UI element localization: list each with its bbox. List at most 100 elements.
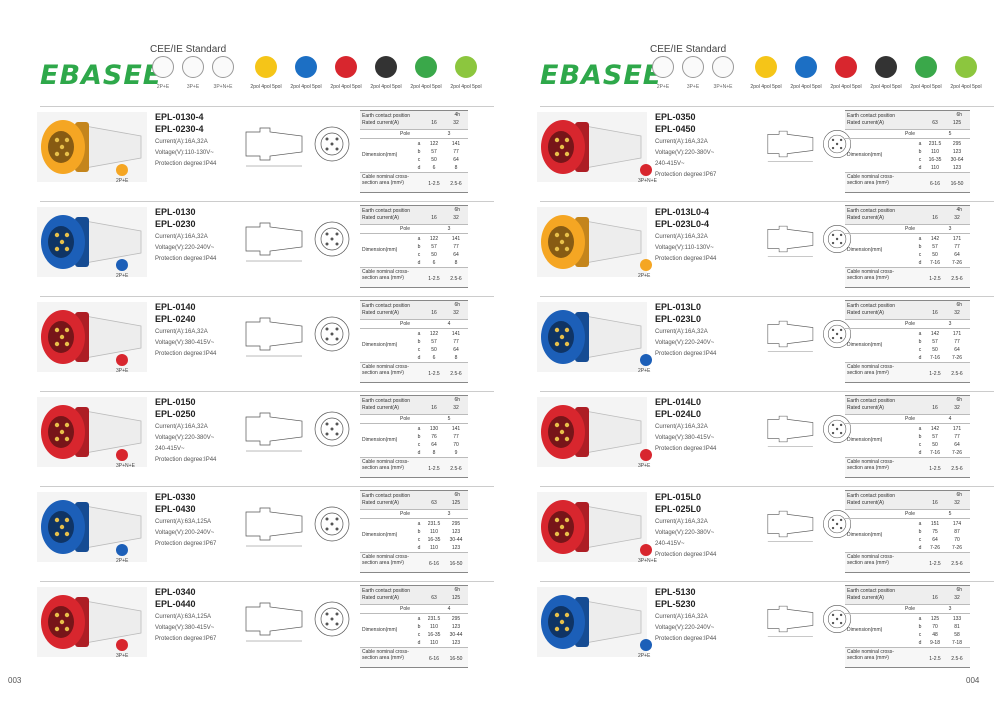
model-number: EPL-0140 — [155, 302, 196, 312]
dimension-letter: c — [918, 442, 922, 448]
pin-config-icon — [640, 639, 652, 651]
socket-symbol: 3P+N+E — [210, 56, 236, 90]
rated-current-value: 16 — [932, 215, 938, 221]
spec-line: Current(A):16A,32A — [655, 139, 708, 145]
spec-line: Current(A):16A,32A — [155, 329, 208, 335]
dimension-value: 64 — [954, 252, 960, 258]
cable-row: Cable nominal cross-section area (mm²)1-… — [360, 362, 468, 382]
voltage-code: 2pol 4pol 5pol — [948, 56, 984, 90]
plug-pin — [54, 517, 60, 523]
voltage-color-codes: 2pol 4pol 5pol 2pol 4pol 5pol 2pol 4pol 5p… — [248, 56, 488, 96]
rated-current-label: Rated current(A) — [362, 310, 399, 316]
drawing-front-inner — [320, 322, 344, 346]
drawing-pin — [325, 137, 329, 141]
voltage-code: 2pol 4pol 5pol — [788, 56, 824, 90]
pin-config-icon — [116, 544, 128, 556]
pole-label: Pole — [400, 511, 411, 517]
row-divider — [540, 201, 994, 202]
drawing-pin — [335, 327, 339, 331]
earth-position-value: 6h — [956, 112, 962, 118]
voltage-code-caption: 2pol 4pol 5pol — [290, 84, 322, 90]
model-number: EPL-0450 — [655, 124, 696, 134]
voltage-color-icon — [295, 56, 317, 78]
dimension-value: 57 — [431, 149, 437, 155]
dimension-value: 7-26 — [951, 260, 962, 266]
spec-line: Current(A):16A,32A — [155, 139, 208, 145]
cable-label: Cable nominal cross-section area (mm²) — [362, 554, 409, 566]
earth-position-value: 4h — [956, 207, 962, 213]
product-photo — [537, 587, 647, 657]
cable-value: 2.5-6 — [951, 656, 963, 662]
model-number: EPL-0130 — [155, 207, 196, 217]
drawing-front-view — [314, 221, 350, 257]
pole-value: 3 — [447, 131, 451, 137]
model-number: EPL-023L0 — [655, 314, 702, 324]
dimension-value: 231.5 — [427, 521, 441, 527]
dimension-label: Dimension(mm) — [362, 152, 398, 158]
product-photo — [537, 397, 647, 467]
dimension-value: 123 — [451, 624, 461, 630]
cable-value: 1-2.5 — [428, 276, 440, 282]
pole-value: 5 — [948, 511, 952, 517]
drawing-side-view — [767, 225, 814, 253]
plug-handle — [584, 600, 642, 644]
voltage-code-caption: 2pol 4pol 5pol — [950, 84, 982, 90]
dimension-letter: b — [918, 624, 922, 630]
plug-image — [41, 310, 142, 364]
pin-config-icon — [116, 354, 128, 366]
plug-pin — [554, 531, 560, 537]
voltage-code: 2pol 4pol 5pol — [448, 56, 484, 90]
pole-value: 4 — [447, 606, 451, 612]
dimension-label: Dimension(mm) — [847, 247, 883, 253]
voltage-color-icon — [875, 56, 897, 78]
pole-label: Pole — [400, 131, 411, 137]
pole-label: Pole — [400, 321, 411, 327]
pin-config-label: 2P+E — [116, 178, 129, 184]
spec-line: Protection degree:IP67 — [155, 636, 217, 642]
voltage-color-icon — [335, 56, 357, 78]
cable-row: Cable nominal cross-section area (mm²)1-… — [845, 457, 970, 477]
pole-label: Pole — [905, 321, 916, 327]
dimension-value: 123 — [952, 165, 962, 171]
voltage-code: 2pol 4pol 5pol — [748, 56, 784, 90]
spec-line: Voltage(V):220-240V~ — [155, 245, 215, 251]
drawing-pin — [839, 328, 843, 332]
plug-handle — [584, 410, 642, 454]
cable-value: 2.5-6 — [450, 466, 462, 472]
rated-current-value: 32 — [453, 120, 459, 126]
cable-label: Cable nominal cross-section area (mm²) — [362, 269, 409, 281]
cable-value: 2.5-6 — [951, 466, 963, 472]
rated-current-value: 32 — [954, 595, 960, 601]
voltage-code: 2pol 4pol 5pol — [868, 56, 904, 90]
plug-handle — [84, 220, 142, 264]
drawing-pin — [831, 526, 835, 530]
dimension-value: 77 — [954, 434, 960, 440]
dimension-label: Dimension(mm) — [362, 532, 398, 538]
cable-value: 1-2.5 — [929, 656, 941, 662]
dimension-value: 110 — [430, 640, 438, 646]
dimension-value: 64 — [954, 442, 960, 448]
voltage-code-caption: 2pol 4pol 5pol — [330, 84, 362, 90]
drawing-pin — [325, 517, 329, 521]
pin-config-icon — [116, 164, 128, 176]
dimension-value: 8 — [454, 355, 458, 361]
row-divider — [540, 486, 994, 487]
plug-pin — [54, 137, 60, 143]
dimension-value: 70 — [453, 442, 459, 448]
rated-current-value: 16 — [431, 215, 437, 221]
dimension-value: 87 — [954, 529, 960, 535]
dimension-value: 58 — [954, 632, 960, 638]
dimension-letter: b — [918, 149, 922, 155]
plug-pin — [54, 531, 60, 537]
